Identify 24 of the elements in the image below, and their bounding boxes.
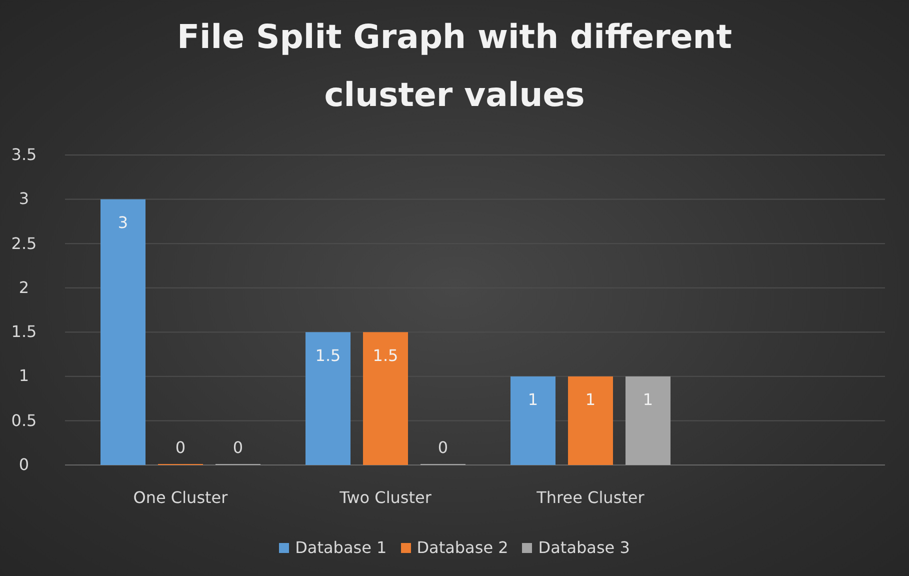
data-label: 0	[174, 438, 187, 457]
data-label: 1	[526, 390, 540, 410]
x-tick-label: One Cluster	[132, 488, 229, 507]
data-label: 3	[116, 213, 130, 232]
y-tick-label: 1	[18, 366, 30, 386]
y-tick-label: 3.5	[10, 145, 38, 164]
chart-title: File Split Graph with different cluster values	[176, 16, 734, 116]
legend-label: Database 2	[416, 538, 508, 557]
y-tick-label: 0.5	[10, 410, 38, 430]
data-label: 1	[642, 390, 654, 410]
data-label: 1.5	[372, 346, 400, 366]
data-label: 0	[232, 438, 244, 457]
x-tick-label: Two Cluster	[338, 488, 432, 507]
y-tick-label: 0	[18, 455, 30, 474]
y-tick-label: 1.5	[10, 322, 38, 342]
data-label: 0	[436, 438, 450, 457]
y-tick-label: 2	[18, 278, 30, 297]
y-tick-label: 2.5	[10, 234, 38, 253]
data-label: 1.5	[314, 346, 342, 366]
y-tick-label: 3	[18, 189, 30, 208]
legend-label: Database 3	[538, 538, 630, 557]
x-tick-label: Three Cluster	[536, 488, 646, 507]
data-label: 1	[584, 390, 597, 410]
legend-label: Database 1	[295, 538, 387, 557]
